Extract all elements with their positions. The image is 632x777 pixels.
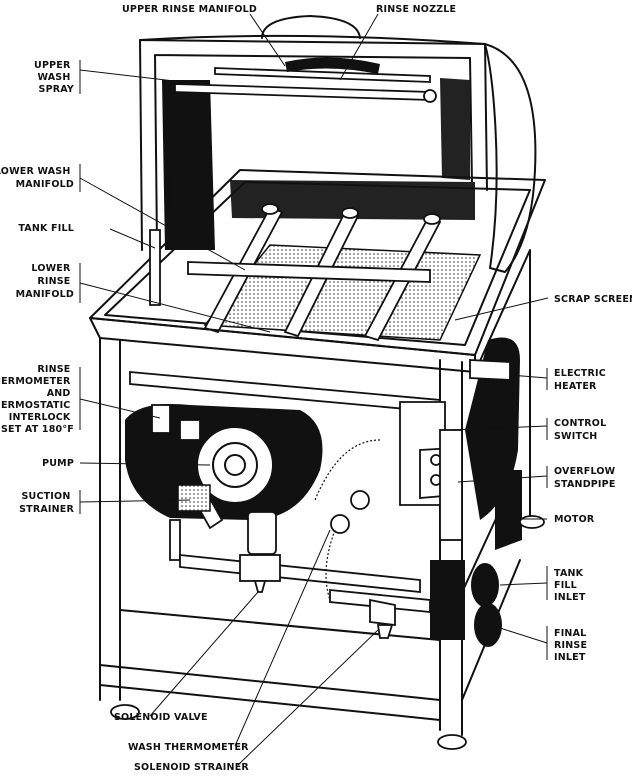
- upper-rinse-manifold-pipe: [214, 67, 431, 83]
- leader-lines: [79, 13, 549, 766]
- label-upper-wash-spray: UPPER WASH SPRAY: [34, 60, 74, 95]
- label-tank-fill: TANK FILL: [18, 223, 74, 234]
- label-wash-thermometer: WASH THERMOMETER: [128, 742, 249, 753]
- machine-illustration: [89, 15, 546, 750]
- label-solenoid-strainer: SOLENOID STRAINER: [134, 762, 249, 773]
- label-lower-wash-manifold: LOWER WASH MANIFOLD: [0, 166, 74, 190]
- overflow-standpipe: [439, 429, 463, 541]
- label-upper-rinse-manifold: UPPER RINSE MANIFOLD: [122, 4, 257, 15]
- wash-arms: [187, 203, 442, 342]
- hood-side-panel: [484, 43, 537, 273]
- label-overflow-standpipe: OVERFLOW STANDPIPE: [554, 466, 619, 490]
- label-rinse-nozzle: RINSE NOZZLE: [376, 4, 456, 15]
- lower-plumbing: [169, 439, 431, 639]
- labels: UPPER RINSE MANIFOLD RINSE NOZZLE UPPER …: [0, 4, 632, 773]
- motor-body: [471, 470, 545, 647]
- hood-handle: [261, 15, 361, 39]
- foot-left: [110, 704, 140, 720]
- label-solenoid-valve: SOLENOID VALVE: [114, 712, 208, 723]
- label-suction-strainer: SUCTION STRAINER: [19, 491, 74, 515]
- hood-top: [139, 34, 486, 45]
- label-pump: PUMP: [42, 458, 74, 469]
- foot-right: [437, 734, 467, 750]
- label-final-rinse-inlet: FINAL RINSE INLET: [554, 628, 591, 663]
- label-tank-fill-inlet: TANK FILL INLET: [554, 568, 587, 603]
- label-electric-heater: ELECTRIC HEATER: [554, 368, 609, 392]
- label-rinse-thermometer: RINSE THERMOMETER AND THERMOSTATIC INTER…: [0, 364, 74, 435]
- label-brackets: [79, 60, 548, 660]
- upper-wash-spray-pipe: [174, 83, 431, 101]
- label-control-switch: CONTROL SWITCH: [554, 418, 610, 442]
- suction-strainer-body: [177, 484, 211, 512]
- label-scrap-screen: SCRAP SCREEN: [554, 294, 632, 305]
- label-lower-rinse-manifold: LOWER RINSE MANIFOLD: [16, 263, 74, 300]
- tank-fill-pipe: [149, 229, 161, 306]
- label-motor: MOTOR: [554, 514, 595, 525]
